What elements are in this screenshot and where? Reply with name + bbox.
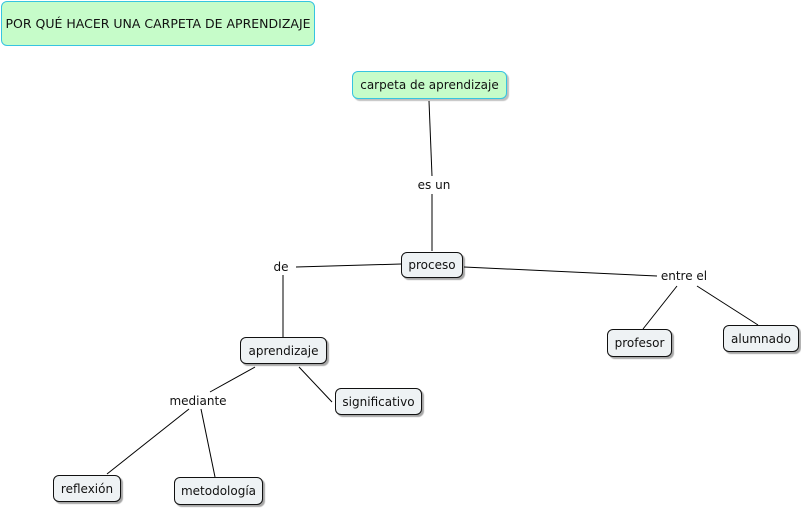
concept-label: aprendizaje [248,343,319,358]
concept-significativo[interactable]: significativo [335,388,422,415]
concept-label: carpeta de aprendizaje [360,78,499,92]
concept-carpeta-de-aprendizaje[interactable]: carpeta de aprendizaje [352,71,507,99]
linking-phrase-entre-el: entre el [658,269,710,283]
connector-entreel-alumnado [696,285,759,326]
concept-label: significativo [342,394,415,409]
map-title-box: POR QUÉ HACER UNA CARPETA DE APRENDIZAJE [1,1,315,46]
linking-phrase-es-un: es un [415,178,453,192]
map-title: POR QUÉ HACER UNA CARPETA DE APRENDIZAJE [5,16,311,31]
concept-label: proceso [408,258,456,272]
concept-label: reflexión [60,481,114,496]
linking-phrase-de: de [271,260,291,274]
connector-proceso-entreel [463,266,658,277]
concept-reflexion[interactable]: reflexión [53,475,121,502]
connector-carpeta-esun [428,100,433,177]
connector-mediante-metodologia [200,408,216,478]
concept-label: metodología [180,484,257,498]
concept-proceso[interactable]: proceso [401,252,463,278]
concept-aprendizaje[interactable]: aprendizaje [240,337,327,364]
concept-label: profesor [614,336,665,350]
concept-alumnado[interactable]: alumnado [723,325,799,352]
concept-metodologia[interactable]: metodología [174,477,263,505]
connector-aprendizaje-significativo [298,366,333,403]
concept-label: alumnado [731,331,791,346]
concept-profesor[interactable]: profesor [607,329,672,357]
connector-proceso-de [295,263,402,268]
linking-phrase-mediante: mediante [167,394,229,408]
connector-mediante-reflexion [106,408,190,475]
connector-aprendizaje-mediante [209,366,256,393]
connector-entreel-profesor [642,285,678,330]
